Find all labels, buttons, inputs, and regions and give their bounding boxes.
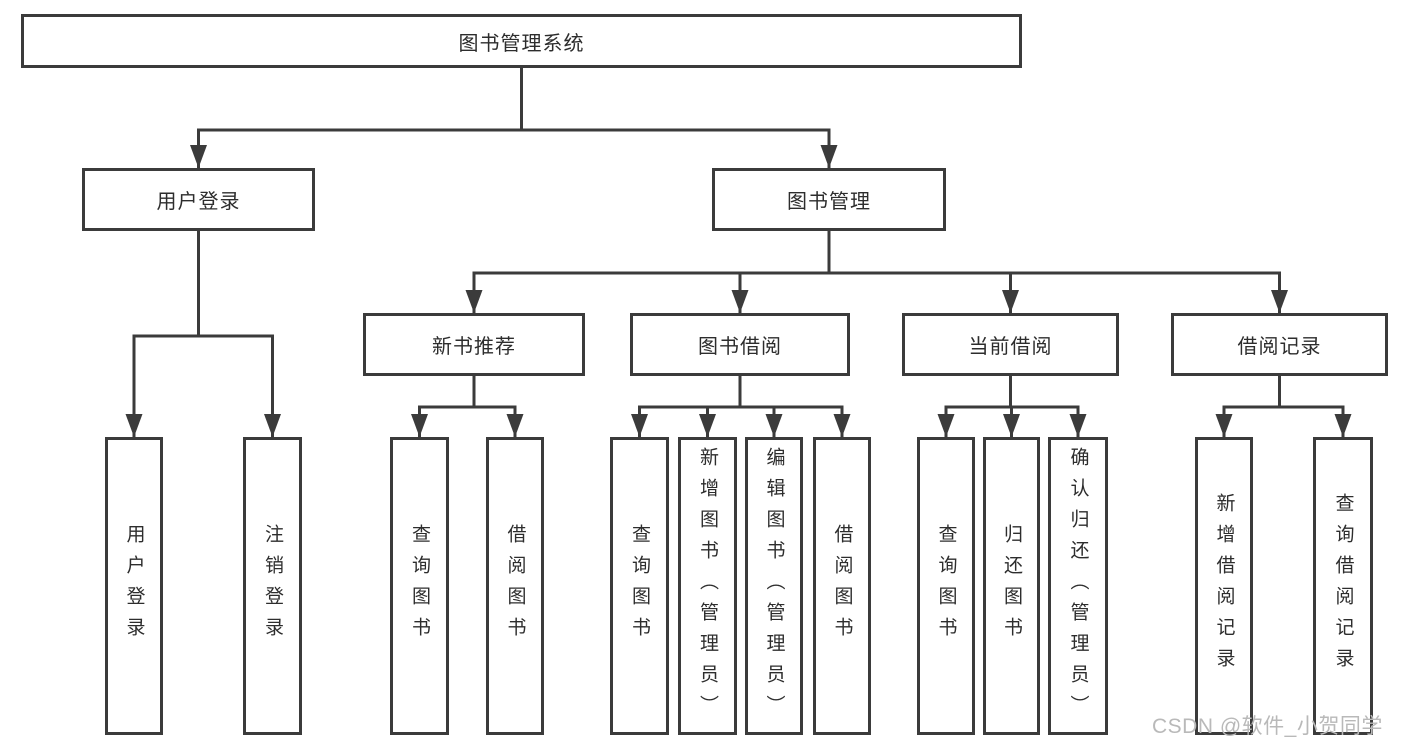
node-borrowing-records: 借阅记录 — [1171, 313, 1388, 376]
leaf-confirm-return-admin: 确认归还（管理员） — [1048, 437, 1108, 735]
leaf-edit-book-admin: 编辑图书（管理员） — [745, 437, 803, 735]
node-new-book-recommendation: 新书推荐 — [363, 313, 585, 376]
node-label: 查询图书 — [629, 524, 650, 648]
node-label: 查询图书 — [409, 524, 430, 648]
leaf-add-borrow-record: 新增借阅记录 — [1195, 437, 1253, 735]
leaf-query-borrow-record: 查询借阅记录 — [1313, 437, 1373, 735]
leaf-user-login: 用户登录 — [105, 437, 163, 735]
node-label: 当前借阅 — [968, 336, 1053, 358]
node-label: 借阅图书 — [831, 524, 853, 648]
node-label: 新书推荐 — [432, 336, 516, 358]
node-label: 用户登录 — [123, 524, 145, 648]
leaf-logout: 注销登录 — [243, 437, 302, 735]
watermark-text: CSDN @软件_小贺同学 — [1152, 715, 1383, 738]
leaf-query-books-recommend: 查询图书 — [390, 437, 449, 735]
node-label: 查询借阅记录 — [1332, 493, 1354, 679]
node-book-management: 图书管理 — [712, 168, 946, 231]
node-current-borrowing: 当前借阅 — [902, 313, 1119, 376]
node-label: 确认归还（管理员） — [1067, 446, 1089, 726]
node-label: 借阅记录 — [1237, 336, 1322, 358]
leaf-borrow-book: 借阅图书 — [813, 437, 871, 735]
node-user-login: 用户登录 — [82, 168, 315, 231]
leaf-query-books-current: 查询图书 — [917, 437, 975, 735]
leaf-add-book-admin: 新增图书（管理员） — [678, 437, 737, 735]
node-label: 注销登录 — [262, 524, 283, 648]
node-label: 图书借阅 — [698, 336, 782, 358]
node-label: 新增图书（管理员） — [697, 446, 718, 726]
node-library-management-system: 图书管理系统 — [21, 14, 1022, 68]
leaf-return-book: 归还图书 — [983, 437, 1040, 735]
node-label: 借阅图书 — [504, 524, 526, 648]
node-label: 图书管理 — [787, 191, 871, 213]
leaf-query-books-borrow: 查询图书 — [610, 437, 669, 735]
node-label: 图书管理系统 — [458, 32, 585, 55]
node-label: 用户登录 — [156, 191, 241, 213]
node-label: 查询图书 — [935, 524, 957, 648]
node-book-borrowing: 图书借阅 — [630, 313, 850, 376]
node-label: 新增借阅记录 — [1213, 493, 1235, 679]
node-label: 归还图书 — [1001, 524, 1022, 648]
leaf-borrow-books-recommend: 借阅图书 — [486, 437, 544, 735]
node-label: 编辑图书（管理员） — [763, 446, 785, 726]
